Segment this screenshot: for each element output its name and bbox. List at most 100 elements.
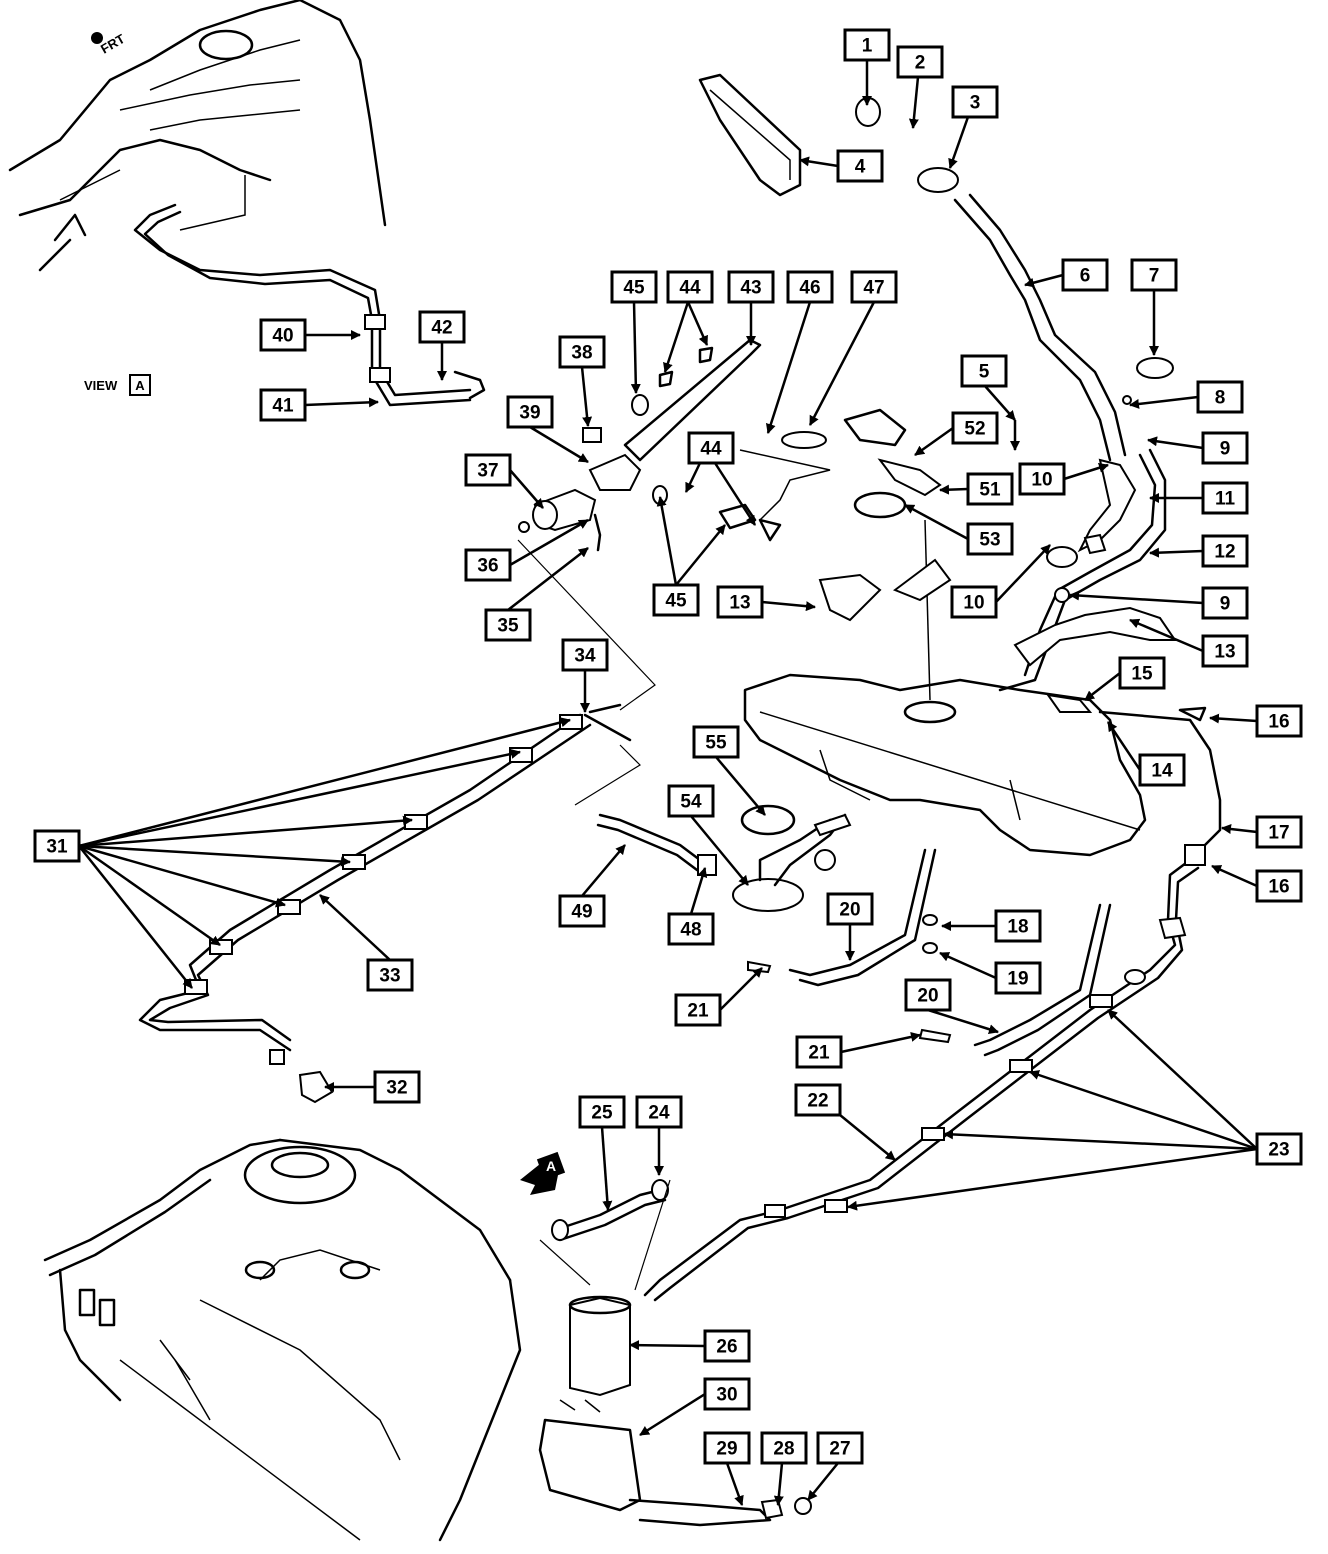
leader-line-53 <box>904 503 969 541</box>
callout-9: 9 <box>1147 431 1249 465</box>
callout-1: 1 <box>843 28 891 106</box>
callout-40: 40 <box>259 318 361 352</box>
leader-line-28 <box>773 1462 784 1506</box>
callout-14: 14 <box>1106 721 1186 787</box>
leader-line-31 <box>78 844 286 908</box>
callout-box <box>652 583 700 617</box>
callout-box <box>1255 704 1303 738</box>
leader-line-45 <box>656 496 678 586</box>
leader-line-9 <box>1147 436 1204 450</box>
callout-number: 9 <box>1220 594 1231 615</box>
evap-tubes-top <box>623 338 942 542</box>
callout-number: 36 <box>477 556 498 577</box>
callout-number: 35 <box>497 616 519 637</box>
leader-line-44 <box>713 462 757 526</box>
callout-3: 3 <box>948 85 999 169</box>
callout-box <box>826 892 874 926</box>
callout-box <box>786 270 834 304</box>
callout-number: 16 <box>1268 712 1289 733</box>
callout-box <box>703 1377 751 1411</box>
callout-box <box>1018 462 1066 496</box>
callout-19: 19 <box>939 951 1042 995</box>
leader-line-23 <box>1107 1009 1258 1150</box>
callout-box <box>843 28 891 62</box>
callout-number: 14 <box>1151 761 1173 782</box>
callout-number: 40 <box>272 326 293 347</box>
callout-15: 15 <box>1084 656 1166 701</box>
callout-number: 5 <box>979 362 990 383</box>
callout-41: 41 <box>259 388 379 422</box>
callout-48: 48 <box>667 867 715 946</box>
leader-line-31 <box>78 717 571 848</box>
leader-line-30 <box>639 1392 706 1437</box>
leader-line-21 <box>840 1032 921 1054</box>
front-marker-text: FRT <box>98 31 127 57</box>
callout-43: 43 <box>727 270 775 346</box>
callout-number: 48 <box>680 920 701 941</box>
callout-box <box>373 1070 421 1104</box>
leader-line-23 <box>847 1147 1258 1211</box>
leader-line-41 <box>304 397 379 408</box>
leader-line-52 <box>914 426 954 457</box>
callout-number: 31 <box>46 837 68 858</box>
callout-number: 2 <box>915 53 926 74</box>
callout-box <box>794 1083 842 1117</box>
callout-box <box>960 354 1008 388</box>
leader-line-45 <box>675 524 726 586</box>
callout-45: 45 <box>610 270 658 394</box>
callout-box <box>760 1431 808 1465</box>
callout-52: 52 <box>914 411 999 457</box>
leader-line-5 <box>984 385 1016 421</box>
callout-box <box>994 961 1042 995</box>
callout-54: 54 <box>667 784 749 886</box>
sender-unit <box>574 744 852 912</box>
fuel-lines-main-left <box>138 703 632 1104</box>
callout-box <box>464 548 512 582</box>
callout-box <box>692 725 740 759</box>
callout-number: 37 <box>477 461 498 482</box>
leader-line-4 <box>799 156 839 168</box>
callout-box <box>1061 258 1109 292</box>
callout-10: 10 <box>1018 462 1109 496</box>
callout-number: 54 <box>680 792 702 813</box>
callout-box <box>1255 869 1303 903</box>
leader-line-31 <box>78 815 413 848</box>
callout-29: 29 <box>703 1431 751 1506</box>
callout-35: 35 <box>484 547 589 642</box>
callout-box <box>1196 380 1244 414</box>
callout-number: 29 <box>716 1439 737 1460</box>
leader-line-15 <box>1084 672 1121 701</box>
callout-number: 8 <box>1215 388 1226 409</box>
callout-box <box>667 784 715 818</box>
callout-number: 28 <box>773 1439 794 1460</box>
callout-box <box>558 335 606 369</box>
view-a-arrow: A <box>520 1151 566 1195</box>
leader-line-23 <box>943 1129 1258 1151</box>
leader-line-10 <box>1063 462 1109 481</box>
leader-line-45 <box>630 301 641 394</box>
callout-number: 19 <box>1007 969 1028 990</box>
callout-number: 9 <box>1220 439 1231 460</box>
callout-box <box>1201 431 1249 465</box>
callout-16: 16 <box>1209 704 1303 738</box>
callout-number: 15 <box>1131 664 1153 685</box>
callout-39: 39 <box>506 395 589 464</box>
leader-line-16 <box>1211 864 1258 888</box>
leader-line-8 <box>1129 395 1199 409</box>
leader-line-17 <box>1221 824 1258 834</box>
leader-line-19 <box>939 951 997 980</box>
callout-38: 38 <box>558 335 606 427</box>
callout-box <box>1255 815 1303 849</box>
callout-number: 34 <box>574 646 596 667</box>
callout-number: 39 <box>519 403 540 424</box>
callout-number: 43 <box>740 278 761 299</box>
callout-box <box>1130 258 1178 292</box>
callout-box <box>1201 634 1249 668</box>
callout-box <box>966 472 1014 506</box>
callout-55: 55 <box>692 725 766 816</box>
leader-line-44 <box>663 301 690 373</box>
callout-number: 44 <box>679 278 701 299</box>
leader-line-21 <box>719 967 763 1011</box>
callout-box <box>994 909 1042 943</box>
